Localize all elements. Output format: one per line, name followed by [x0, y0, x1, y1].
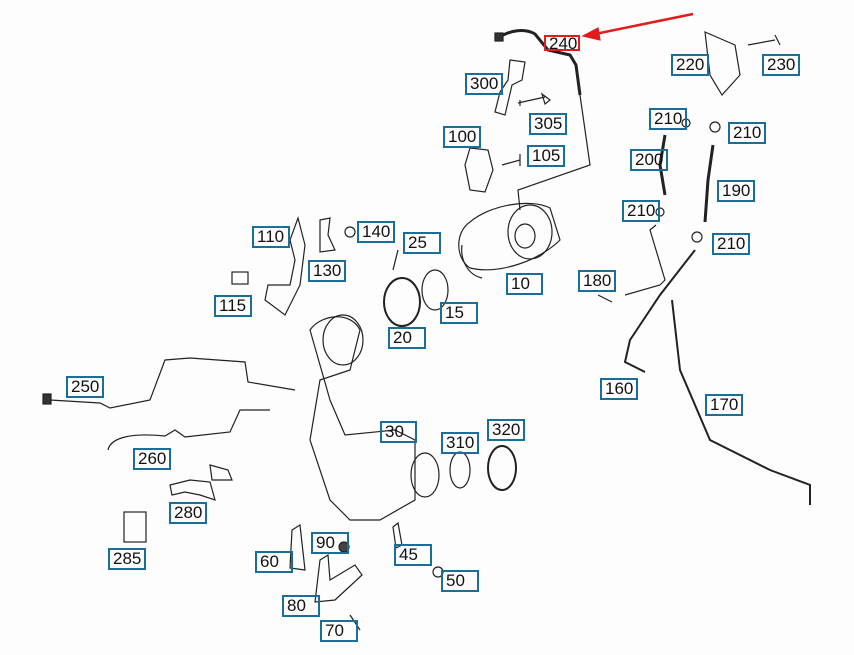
- bracket-280-drawing: [169, 464, 233, 501]
- label-190[interactable]: 190: [717, 180, 755, 202]
- clamp-20-drawing: [383, 277, 421, 327]
- gasket-100-drawing: [464, 147, 494, 193]
- label-240-highlighted[interactable]: 240: [544, 35, 580, 52]
- hose-200-drawing: [658, 134, 667, 196]
- label-300[interactable]: 300: [465, 73, 503, 95]
- converter-30-drawing: [309, 314, 440, 521]
- label-20[interactable]: 20: [388, 327, 426, 349]
- nut-210d-drawing: [691, 231, 703, 243]
- label-80[interactable]: 80: [282, 595, 320, 617]
- label-305[interactable]: 305: [529, 113, 567, 135]
- label-210-c[interactable]: 210: [622, 200, 660, 222]
- label-200[interactable]: 200: [630, 149, 668, 171]
- label-30[interactable]: 30: [380, 421, 417, 443]
- label-130[interactable]: 130: [308, 260, 346, 282]
- label-280[interactable]: 280: [169, 502, 207, 524]
- label-180[interactable]: 180: [578, 270, 616, 292]
- label-45[interactable]: 45: [394, 544, 432, 566]
- clip-285-drawing: [123, 511, 147, 543]
- label-25[interactable]: 25: [403, 232, 441, 254]
- label-260[interactable]: 260: [133, 448, 171, 470]
- label-105[interactable]: 105: [527, 145, 565, 167]
- label-320[interactable]: 320: [487, 419, 525, 441]
- bracket-80-drawing: [314, 553, 363, 603]
- sensor-240-drawing: [494, 29, 591, 211]
- clip-115-drawing: [231, 271, 249, 285]
- label-250[interactable]: 250: [66, 376, 104, 398]
- nut-140-drawing: [344, 226, 356, 238]
- highlight-arrow: [581, 12, 694, 41]
- clamp-320-drawing: [487, 445, 517, 491]
- nut-210b-drawing: [709, 121, 721, 133]
- label-160[interactable]: 160: [600, 378, 638, 400]
- label-90[interactable]: 90: [311, 532, 349, 554]
- pipe-170-drawing: [671, 299, 811, 505]
- bolt-70-drawing: [349, 614, 361, 631]
- label-60[interactable]: 60: [255, 551, 293, 573]
- clip-130-drawing: [319, 217, 336, 253]
- label-220[interactable]: 220: [671, 54, 709, 76]
- nut-210c-drawing: [655, 207, 665, 217]
- label-285[interactable]: 285: [108, 548, 146, 570]
- pipe-160-drawing: [623, 249, 696, 373]
- bracket-180-drawing: [597, 224, 666, 303]
- bolt-105-drawing: [501, 154, 521, 166]
- label-110[interactable]: 110: [252, 226, 290, 248]
- label-310[interactable]: 310: [441, 432, 479, 454]
- connector-250-drawing: [42, 393, 52, 405]
- label-100[interactable]: 100: [443, 126, 481, 148]
- label-210-a[interactable]: 210: [649, 108, 687, 130]
- bracket-60-drawing: [289, 523, 306, 571]
- label-70[interactable]: 70: [320, 620, 358, 642]
- label-10[interactable]: 10: [506, 273, 543, 295]
- label-50[interactable]: 50: [441, 570, 479, 592]
- nut-50-drawing: [432, 566, 444, 578]
- bolt-230-drawing: [747, 34, 781, 46]
- ring-15-drawing: [421, 269, 449, 311]
- label-140[interactable]: 140: [357, 221, 395, 243]
- bolt-305-drawing: [517, 92, 551, 106]
- ring-310-drawing: [449, 451, 471, 489]
- label-115[interactable]: 115: [214, 295, 252, 317]
- sensor-220-drawing: [704, 31, 741, 97]
- label-15[interactable]: 15: [440, 302, 478, 324]
- hose-190-drawing: [703, 144, 715, 223]
- sensor-260-drawing: [107, 409, 270, 451]
- label-230[interactable]: 230: [762, 54, 800, 76]
- dpf-10-drawing: [458, 202, 561, 279]
- label-170[interactable]: 170: [705, 394, 743, 416]
- bracket-110-drawing: [264, 215, 306, 316]
- bolt-25-drawing: [392, 249, 399, 271]
- label-210-b[interactable]: 210: [728, 122, 766, 144]
- label-210-d[interactable]: 210: [712, 233, 750, 255]
- bracket-300-drawing: [494, 59, 526, 116]
- sensor-250-drawing: [49, 357, 296, 409]
